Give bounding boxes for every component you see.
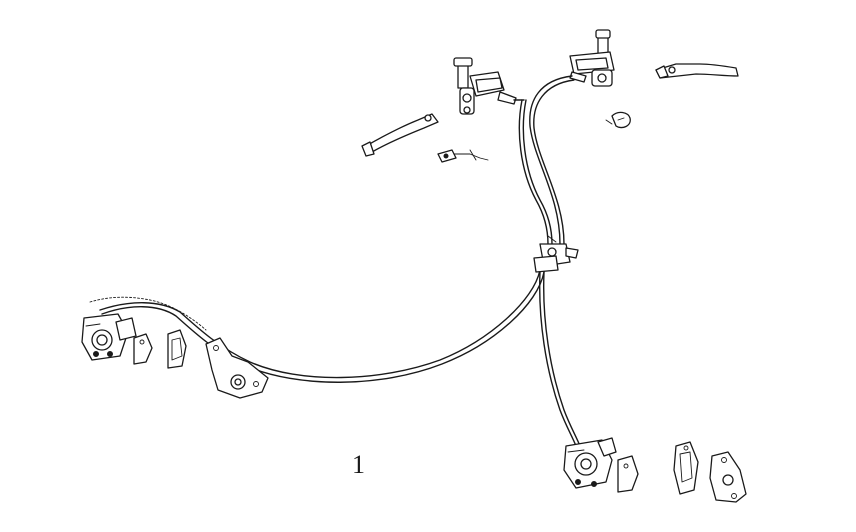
right-caliper-bracket [709, 451, 747, 503]
left-brake-pad-a [133, 333, 153, 365]
left-caliper-bracket [205, 337, 269, 399]
right-brake-pad-b [673, 441, 699, 495]
brake-light-switch [437, 149, 489, 163]
callout-number: 1 [352, 450, 365, 479]
right-brake-pad-a [617, 455, 639, 493]
left-master-cylinder [453, 57, 525, 115]
left-brake-lever [361, 113, 439, 157]
right-brake-caliper [563, 437, 617, 489]
right-master-cylinder [569, 29, 615, 87]
left-brake-pad-b [167, 329, 187, 369]
brake-hoses [89, 75, 581, 447]
lever-clip [605, 111, 631, 129]
right-brake-lever [655, 63, 739, 79]
left-brake-caliper [81, 313, 137, 361]
hose-junction [533, 235, 579, 273]
